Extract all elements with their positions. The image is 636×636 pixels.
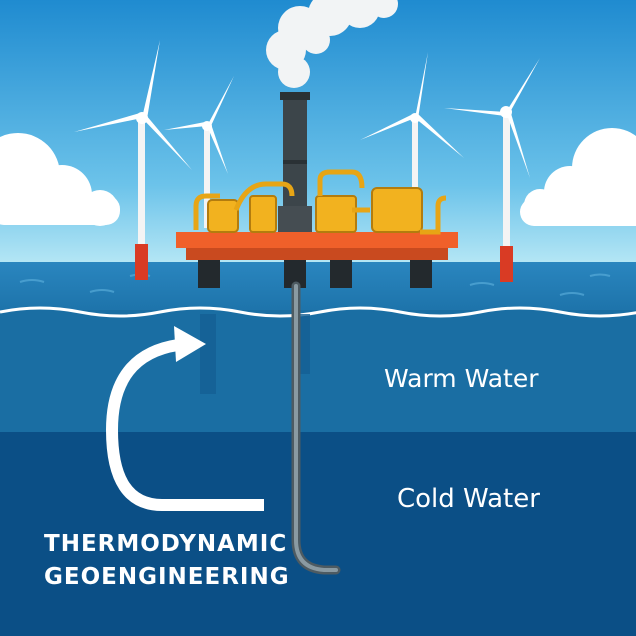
offshore-platform-icon xyxy=(176,169,458,288)
wave-line xyxy=(0,306,636,318)
cold-water-layer xyxy=(0,432,636,636)
sea-surface xyxy=(0,262,636,312)
wind-turbine-icon xyxy=(360,52,464,230)
smoke-plume xyxy=(266,0,398,88)
title-line-1: THERMODYNAMIC xyxy=(44,531,288,557)
chimney xyxy=(280,92,310,212)
title-line-2: GEOENGINEERING xyxy=(44,564,290,590)
warm-water-label: Warm Water xyxy=(384,364,539,393)
wind-turbine-icon xyxy=(74,40,192,280)
cold-water-label: Cold Water xyxy=(397,484,540,514)
warm-water-layer xyxy=(0,310,636,434)
cloud-right xyxy=(520,128,636,226)
wind-turbine-icon xyxy=(444,58,540,282)
cloud-left xyxy=(0,133,120,226)
surface-ripples xyxy=(19,273,611,296)
curved-arrow-icon xyxy=(105,326,264,511)
wind-turbine-icon xyxy=(164,76,234,228)
